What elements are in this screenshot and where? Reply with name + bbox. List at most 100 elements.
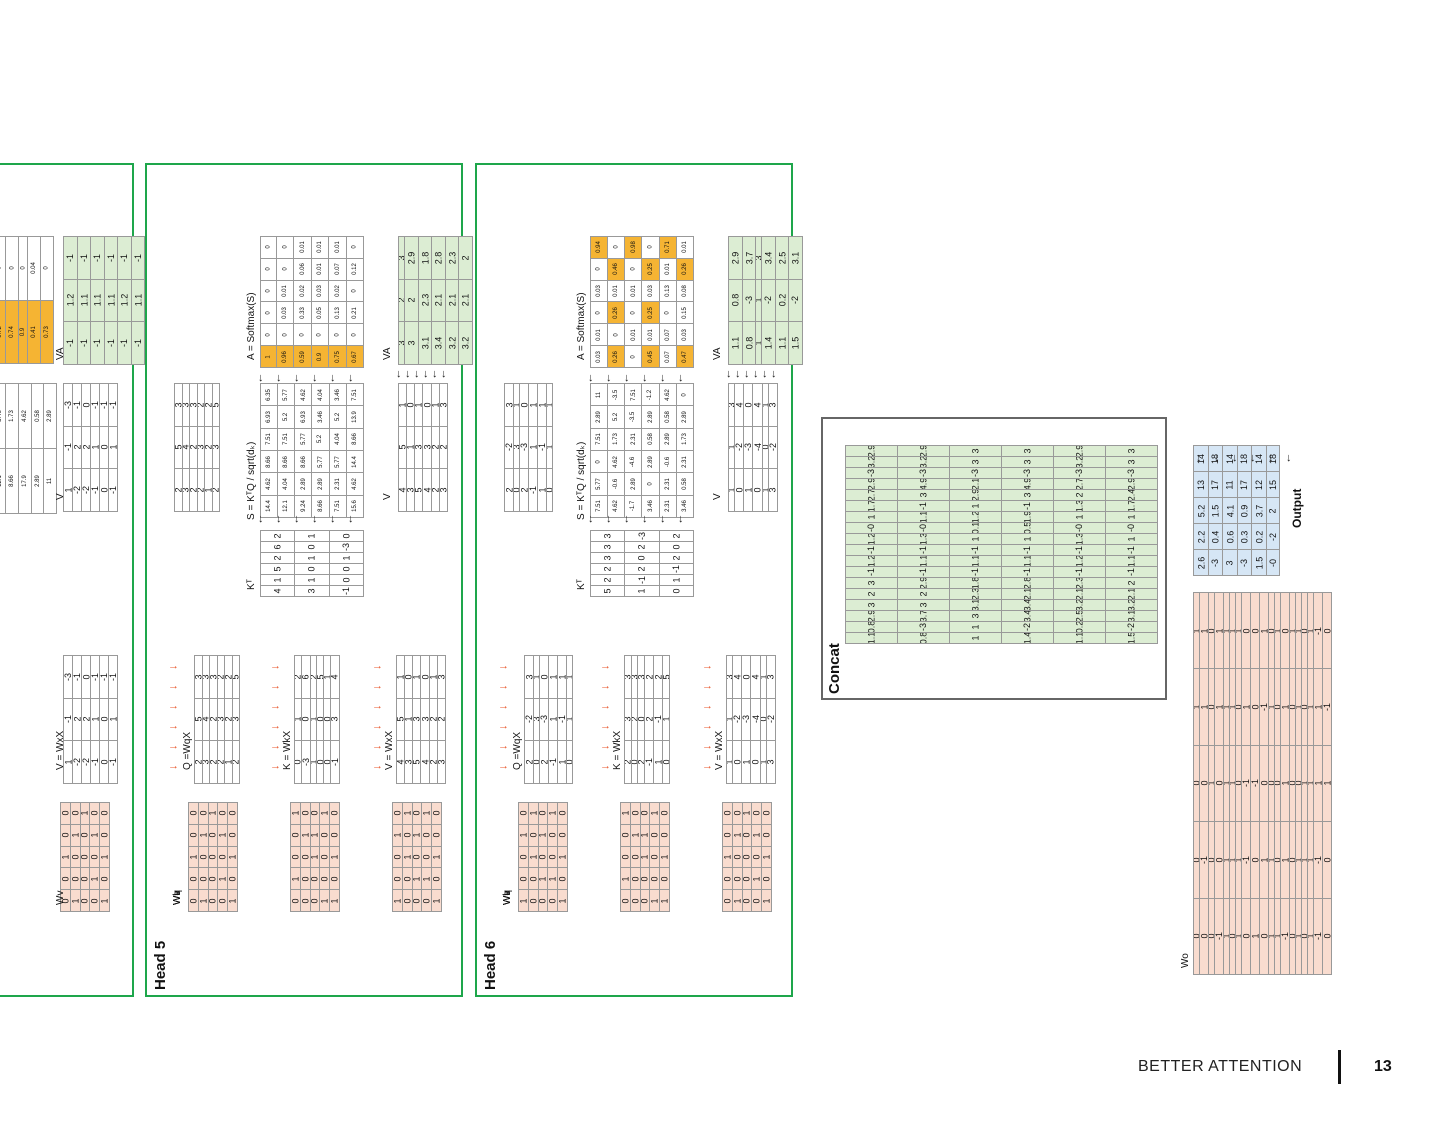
matrix-cell: 2 [309, 655, 318, 699]
matrix-cell: 0 [69, 845, 81, 869]
matrix-cell: 0 [69, 867, 81, 891]
matrix-cell: 4 [752, 383, 763, 427]
matrix-cell: 0 [639, 889, 651, 912]
matrix-cell: 4 [732, 655, 743, 699]
matrix-cell: 0 [411, 889, 423, 912]
matrix-cell: 1 [207, 802, 219, 825]
matrix-cell: 2 [72, 697, 83, 742]
matrix-cell: 0 [620, 823, 631, 847]
head-panel-6 [475, 163, 793, 997]
matrix-cell: 0.01 [293, 236, 312, 259]
matrix-cell: 0 [316, 740, 325, 784]
matrix-cell: 2 [458, 236, 473, 280]
q-eq-label: Q =WqX [182, 731, 193, 770]
matrix-cell: 1 [761, 889, 772, 912]
matrix-cell: 0 [60, 802, 71, 825]
flow-arrow-down: ↓ [1268, 452, 1274, 464]
flow-arrow-red: → [498, 740, 509, 752]
matrix-cell: 1 [1280, 668, 1291, 746]
matrix-cell: -1 [537, 425, 548, 470]
matrix-cell: 1 [60, 845, 71, 869]
matrix-cell: 1 [1199, 591, 1210, 670]
matrix-cell: 0.3 [1236, 523, 1253, 550]
matrix-cell: 0.03 [589, 279, 609, 303]
matrix-cell: 1 [741, 740, 752, 784]
matrix-cell: 1.1 [76, 278, 92, 323]
matrix-cell: 0.01 [624, 279, 643, 303]
matrix-cell: 2 [430, 425, 440, 470]
matrix-cell: 5 [211, 383, 220, 427]
matrix-cell: 2.9 [1053, 445, 1106, 457]
matrix-cell: 0 [637, 697, 646, 742]
matrix-cell: -1 [117, 236, 132, 280]
matrix-cell: 4 [329, 655, 341, 699]
matrix-cell: 2 [658, 552, 695, 564]
matrix-cell: 0 [624, 552, 660, 564]
matrix-cell: 1.4 [761, 321, 776, 365]
kt-label: Kᵀ [246, 579, 257, 590]
matrix-cell: 1 [319, 889, 331, 912]
matrix-cell: 1 [566, 655, 574, 699]
matrix-cell: 2.2 [1193, 523, 1209, 550]
matrix-cell: -0 [845, 522, 898, 534]
matrix-cell: 2 [224, 655, 233, 699]
flow-arrow-down: ↓ [348, 513, 354, 525]
matrix-cell: 0 [1301, 897, 1309, 975]
matrix-cell: 3 [1105, 456, 1158, 468]
matrix-cell: 0.58 [658, 405, 677, 429]
matrix-cell: 3 [630, 655, 639, 699]
matrix-cell: 2.89 [641, 449, 660, 474]
matrix-cell: 0.58 [675, 472, 695, 496]
matrix-cell: 1 [557, 740, 568, 784]
kt-label: Kᵀ [576, 579, 587, 590]
s-matrix-head4: 1.153.461.734.620.582.895.7712.18.6617.9… [0, 383, 58, 514]
matrix-cell: 5 [412, 740, 422, 784]
matrix-cell: 0 [519, 383, 530, 427]
matrix-cell: 2 [211, 468, 220, 512]
matrix-cell: 1.2 [117, 278, 132, 323]
wv-label: Wv [502, 890, 513, 905]
matrix-cell: 0 [40, 236, 54, 301]
matrix-cell: 1 [294, 530, 330, 542]
matrix-cell: 3 [422, 425, 432, 470]
matrix-cell: 1 [1214, 668, 1225, 746]
flow-arrow-down: ↓ [642, 372, 648, 384]
matrix-cell: 5 [194, 697, 203, 742]
flow-arrow-down: ↓ [660, 513, 666, 525]
matrix-cell: 0 [546, 468, 554, 512]
matrix-cell: 2.1 [1001, 588, 1054, 600]
matrix-cell: 4 [259, 585, 296, 597]
matrix-cell: 1 [751, 867, 763, 891]
matrix-cell: -2 [734, 425, 745, 470]
flow-arrow-down: ↓ [1214, 452, 1220, 464]
matrix-cell: 1.73 [675, 427, 695, 451]
flow-arrow-red: → [270, 720, 281, 732]
matrix-cell: 0.04 [27, 236, 42, 301]
matrix-cell: 0.07 [658, 345, 677, 368]
matrix-cell: 1 [1199, 668, 1210, 746]
matrix-cell: 2 [72, 425, 83, 470]
matrix-cell: 3 [1222, 549, 1238, 576]
matrix-cell: 2 [430, 468, 440, 512]
matrix-cell: 2 [81, 425, 92, 470]
matrix-cell: 1 [761, 468, 769, 512]
matrix-cell: 0 [299, 867, 311, 891]
matrix-cell: -1 [103, 321, 119, 365]
matrix-cell: 15 [1265, 471, 1281, 498]
matrix-cell: 0 [1322, 897, 1333, 975]
matrix-cell: 1.73 [607, 427, 626, 451]
matrix-cell: 0 [81, 655, 92, 699]
matrix-cell: 1 [527, 802, 539, 825]
matrix-cell: 0 [741, 889, 753, 912]
matrix-cell: 3 [438, 383, 449, 427]
matrix-cell: 0 [557, 823, 568, 847]
matrix-cell: 1 [309, 697, 318, 742]
matrix-cell: 3 [897, 489, 950, 501]
matrix-cell: 3 [845, 577, 898, 589]
matrix-cell: 0.15 [675, 301, 695, 325]
matrix-cell: 0 [79, 823, 91, 847]
matrix-cell: 0.98 [624, 236, 643, 259]
matrix-cell: 1 [1241, 668, 1252, 746]
